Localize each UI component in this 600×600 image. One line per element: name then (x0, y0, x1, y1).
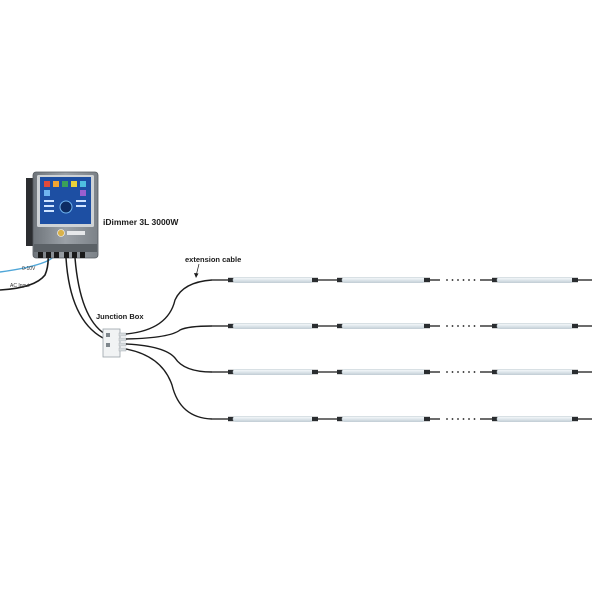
dimmer-device (26, 171, 99, 259)
continuation-dot (468, 279, 470, 281)
led-tube (496, 369, 574, 375)
continuation-dot (451, 279, 454, 281)
tube-end-cap (424, 369, 430, 375)
ac-input-cable (0, 252, 49, 291)
tube-end-cap (572, 416, 578, 422)
cable-glands (38, 252, 85, 258)
ac-input-label: AC Input (10, 283, 30, 289)
led-tube (341, 416, 426, 422)
extension-cable-label: extension cable (185, 255, 242, 264)
continuation-dot (462, 279, 465, 281)
continuation-dot (473, 371, 476, 373)
tube-end-cap (312, 323, 318, 329)
continuation-dot (462, 325, 465, 327)
junction-box (102, 328, 127, 358)
screen-app-icons (44, 181, 86, 214)
continuation-dot (446, 371, 448, 373)
mounting-bracket (26, 178, 34, 246)
continuation-dot (473, 325, 476, 327)
tube-end-cap (312, 277, 318, 283)
continuation-dot (457, 325, 459, 327)
tube-end-cap (492, 323, 498, 329)
continuation-dot (473, 418, 476, 420)
continuation-dot (457, 279, 459, 281)
feeder-cable-run-2 (125, 325, 213, 340)
device-name-label: iDimmer 3L 3000W (103, 217, 179, 227)
continuation-dot (473, 279, 476, 281)
continuation-dot (451, 325, 454, 327)
led-tube (341, 277, 426, 283)
led-tube (496, 277, 574, 283)
tube-run-3 (212, 369, 592, 375)
feeder-cables (125, 279, 213, 420)
continuation-dot (446, 418, 448, 420)
continuation-dot (468, 418, 470, 420)
tube-run-4 (212, 416, 592, 422)
continuation-dot (451, 371, 454, 373)
continuation-dot (457, 418, 459, 420)
output-cable-1 (65, 257, 104, 339)
brand-logo-icon (57, 229, 65, 237)
tube-end-cap (337, 277, 343, 283)
led-tube (232, 369, 314, 375)
tube-run-1 (212, 277, 592, 283)
continuation-dot (457, 371, 459, 373)
tube-end-cap (572, 369, 578, 375)
continuation-dot (462, 371, 465, 373)
led-tube (496, 323, 574, 329)
tube-end-cap (424, 323, 430, 329)
continuation-dot (462, 418, 465, 420)
led-tube (496, 416, 574, 422)
tube-end-cap (228, 416, 234, 422)
continuation-dot (446, 279, 448, 281)
screen-dial-icon (59, 200, 73, 214)
feeder-cable-run-4 (125, 348, 213, 420)
continuation-dot (468, 325, 470, 327)
tube-end-cap (337, 369, 343, 375)
output-cable-2 (74, 257, 106, 335)
tube-end-cap (424, 277, 430, 283)
tube-end-cap (312, 369, 318, 375)
tube-end-cap (572, 277, 578, 283)
feeder-cable-run-1 (125, 279, 213, 335)
tube-end-cap (337, 416, 343, 422)
tube-end-cap (228, 277, 234, 283)
junction-box-label: Junction Box (96, 312, 144, 321)
led-tube (232, 416, 314, 422)
tube-end-cap (312, 416, 318, 422)
tube-end-cap (492, 416, 498, 422)
continuation-dot (468, 371, 470, 373)
tube-end-cap (492, 369, 498, 375)
extension-cable-pointer (194, 263, 200, 278)
tube-end-cap (228, 369, 234, 375)
output-cables (65, 257, 106, 339)
tube-end-cap (572, 323, 578, 329)
tube-run-2 (212, 323, 592, 329)
tube-end-cap (424, 416, 430, 422)
led-tube (232, 277, 314, 283)
feeder-cable-run-3 (125, 343, 213, 373)
signal-input-label: 0-10V (22, 266, 36, 272)
tube-runs (212, 277, 592, 422)
tube-end-cap (492, 277, 498, 283)
led-tube (341, 369, 426, 375)
continuation-dot (451, 418, 454, 420)
continuation-dot (446, 325, 448, 327)
led-tube (232, 323, 314, 329)
tube-end-cap (337, 323, 343, 329)
tube-end-cap (228, 323, 234, 329)
led-tube (341, 323, 426, 329)
